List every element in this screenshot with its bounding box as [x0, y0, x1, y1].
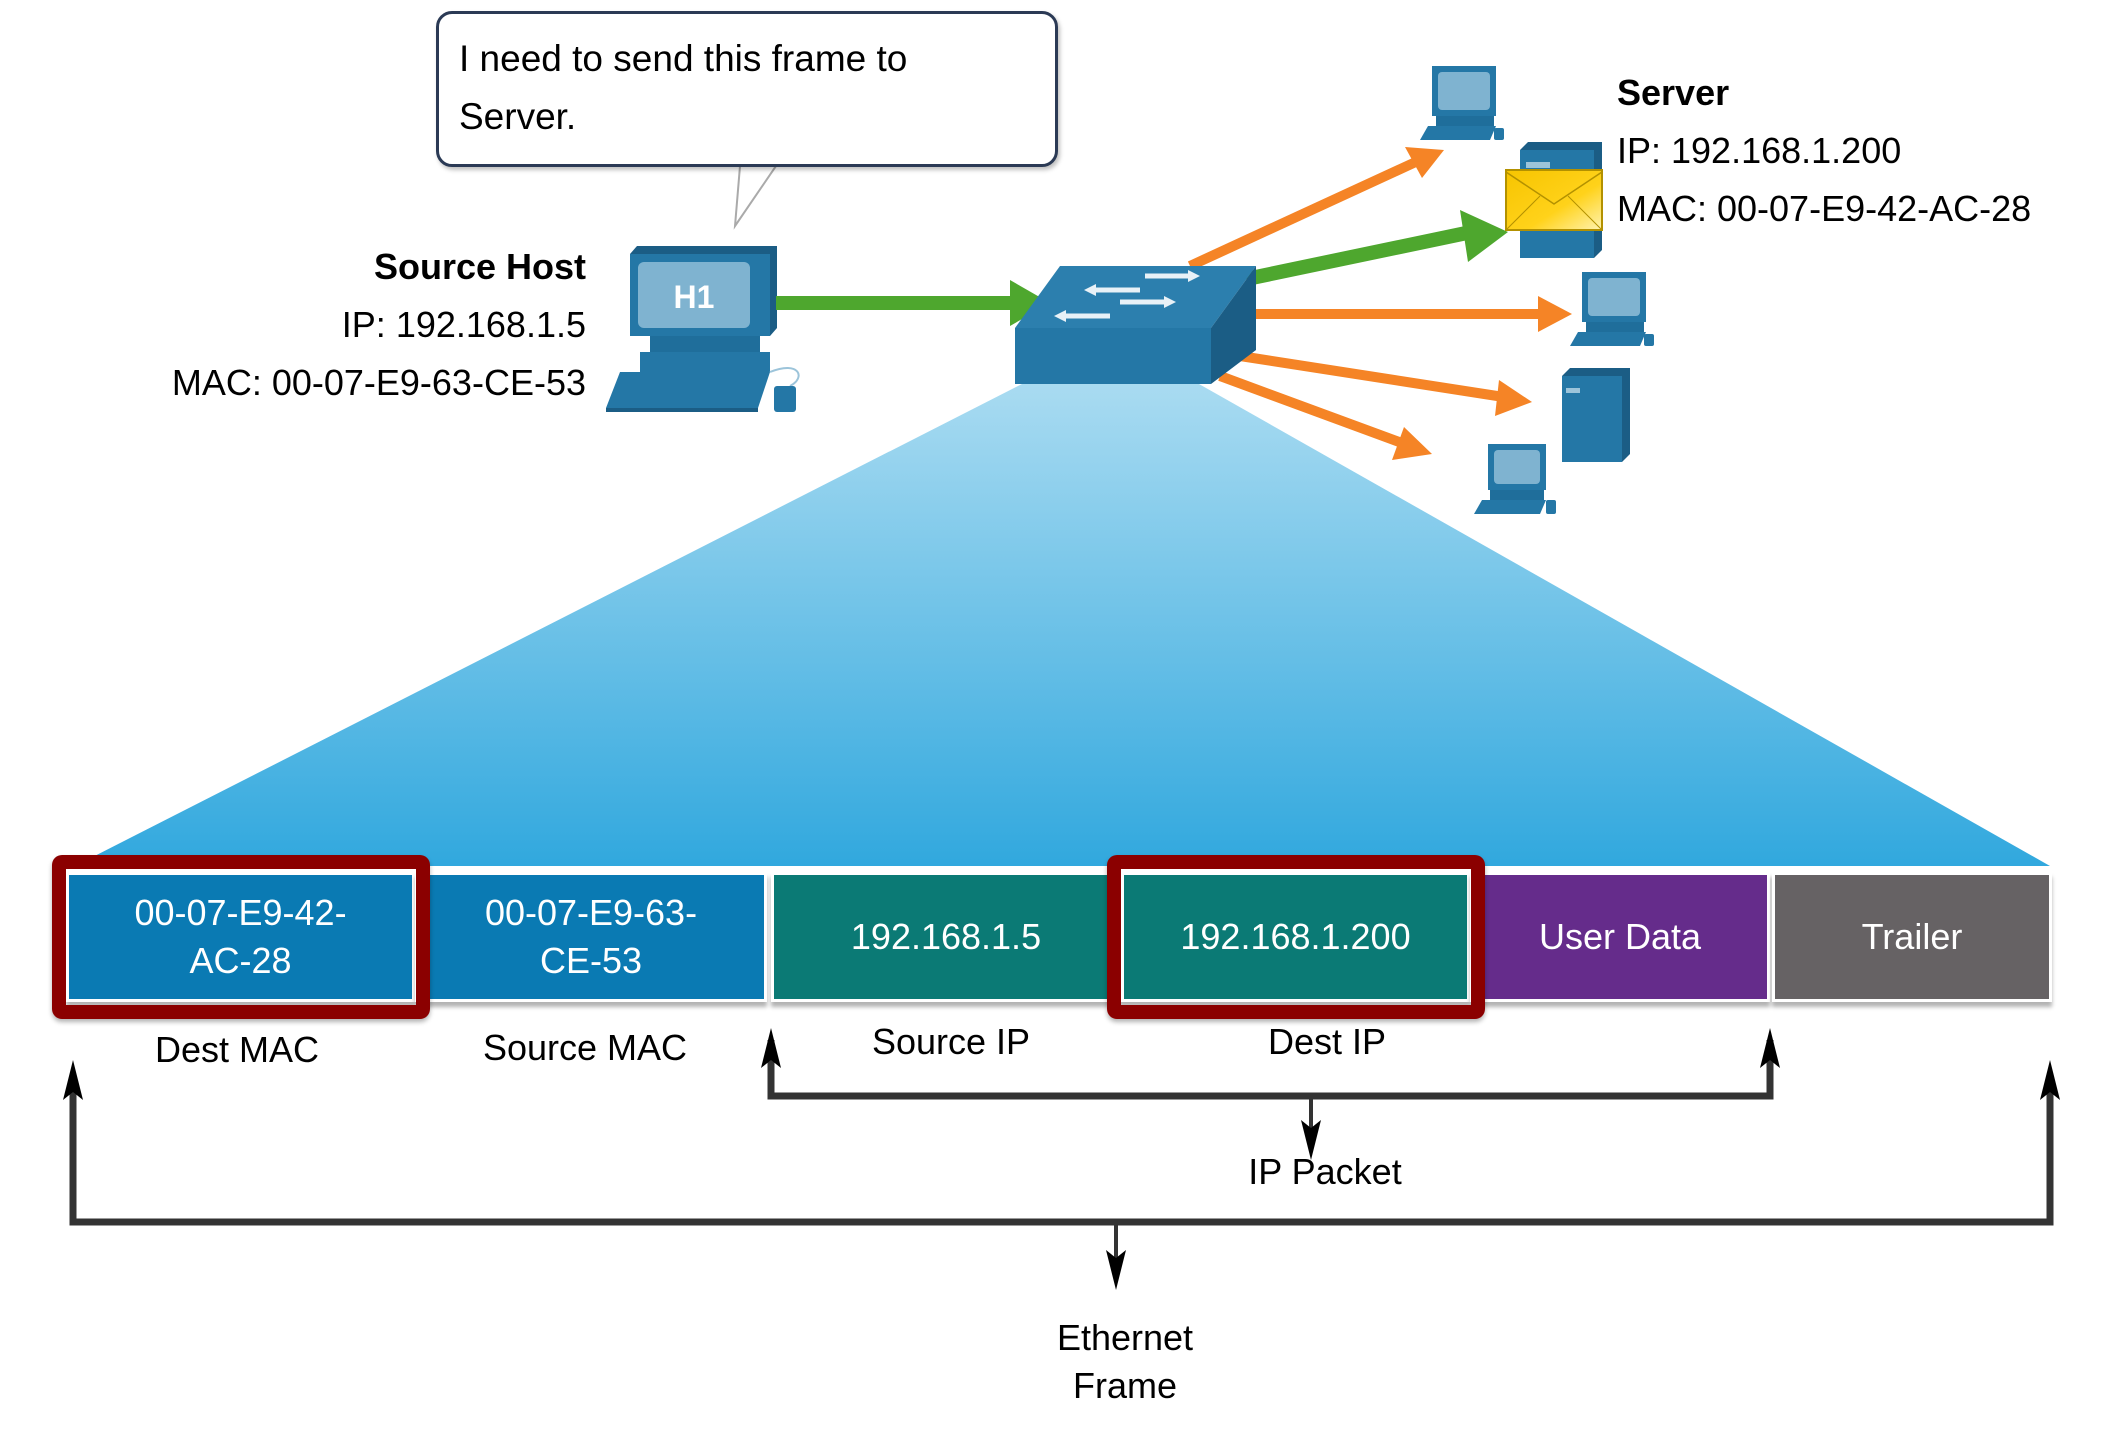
arrowhead-ip-right	[1760, 1028, 1780, 1068]
highlight-dest-mac	[52, 855, 430, 1019]
label-frame: Frame	[1072, 1365, 1177, 1406]
label-ip-packet: IP Packet	[1248, 1151, 1402, 1192]
switch-icon	[1015, 266, 1256, 384]
field-dest-mac: 00-07-E9-42- AC-28	[66, 872, 415, 1002]
source-host-title: Source Host	[373, 246, 586, 287]
pc-label: H1	[674, 279, 715, 315]
speech-bubble-tail	[733, 165, 778, 230]
dest-mac-value-1: 00-07-E9-42-	[134, 892, 347, 933]
highlight-dest-ip	[1107, 855, 1485, 1019]
label-dest-mac: Dest MAC	[154, 1029, 320, 1070]
field-source-mac: 00-07-E9-63- CE-53	[415, 872, 767, 1002]
pc-bottom-icon	[1474, 444, 1556, 514]
source-ip-value: 192.168.1.5	[850, 916, 1042, 957]
trailer-value: Trailer	[1861, 916, 1963, 957]
arrowhead-eth-down	[1106, 1250, 1126, 1290]
arrowhead-eth-right	[2040, 1060, 2060, 1100]
field-source-ip: 192.168.1.5	[771, 872, 1121, 1002]
label-ethernet: Ethernet	[1056, 1317, 1194, 1358]
speech-line-1: I need to send this frame to	[459, 38, 908, 79]
source-host-ip: IP: 192.168.1.5	[341, 304, 586, 345]
pc-middle-icon	[1570, 272, 1654, 346]
orange-flood-arrows	[1187, 147, 1572, 460]
speech-bubble: I need to send this frame to Server.	[436, 11, 1058, 167]
ethernet-frame-bracket	[69, 1075, 2054, 1275]
bracket-arrowheads	[63, 1028, 2060, 1290]
field-dest-ip: 192.168.1.200	[1121, 872, 1470, 1002]
server-mac: MAC: 00-07-E9-42-AC-28	[1617, 188, 2032, 229]
field-user-data: User Data	[1470, 872, 1770, 1002]
dest-ip-value: 192.168.1.200	[1180, 916, 1411, 957]
source-host-mac: MAC: 00-07-E9-63-CE-53	[171, 362, 586, 403]
label-source-ip: Source IP	[871, 1021, 1031, 1062]
arrowhead-eth-left	[63, 1060, 83, 1100]
source-mac-value-1: 00-07-E9-63-	[484, 892, 698, 933]
source-pc-icon: H1	[606, 246, 800, 412]
envelope-icon	[1505, 169, 1603, 231]
server-info: Server IP: 192.168.1.200 MAC: 00-07-E9-4…	[1617, 64, 2031, 238]
green-arrow-to-server	[1245, 210, 1508, 286]
source-host-info: Source Host IP: 192.168.1.5 MAC: 00-07-E…	[172, 238, 586, 412]
source-mac-value-2: CE-53	[539, 940, 643, 981]
user-data-value: User Data	[1538, 916, 1702, 957]
zoom-cone	[75, 384, 2050, 866]
label-source-mac: Source MAC	[482, 1027, 688, 1068]
dest-mac-value-2: AC-28	[189, 940, 292, 981]
arrowhead-ip-down	[1301, 1120, 1321, 1160]
arrowhead-ip-left	[761, 1028, 781, 1068]
server-ip: IP: 192.168.1.200	[1617, 130, 1902, 171]
green-arrow-to-switch	[776, 280, 1050, 326]
pc-top-icon	[1420, 66, 1504, 140]
speech-line-2: Server.	[459, 96, 577, 137]
label-dest-ip: Dest IP	[1267, 1021, 1387, 1062]
server-lower-icon	[1562, 368, 1630, 462]
field-trailer: Trailer	[1772, 872, 2052, 1002]
server-title: Server	[1617, 72, 1730, 113]
